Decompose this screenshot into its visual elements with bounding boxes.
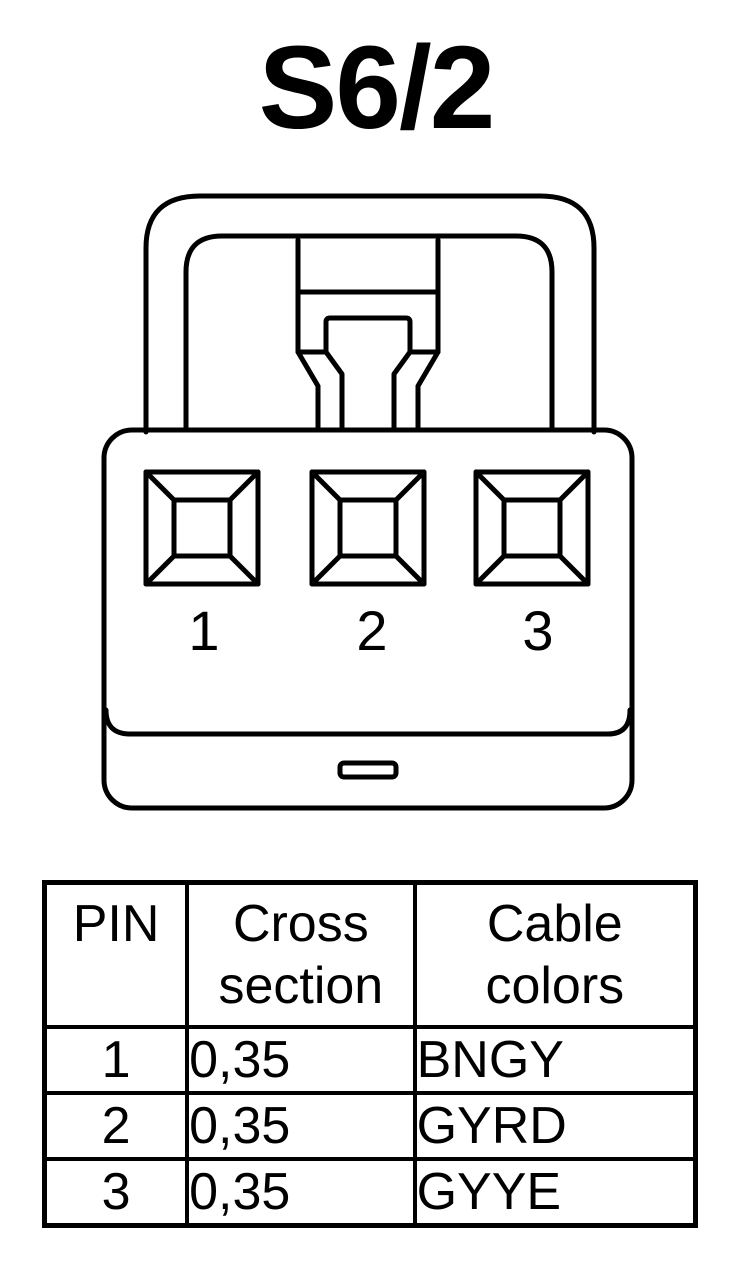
connector-housing [101, 427, 635, 811]
cell-cable-color: GYYE [412, 1157, 698, 1228]
cell-cable-color: GYRD [412, 1091, 698, 1161]
table-row: 1 0,35 BNGY [42, 1025, 698, 1095]
pin-cavity-1 [143, 469, 261, 587]
header-cross-line1: Cross [232, 895, 369, 953]
cell-cross-section: 0,35 [185, 1091, 417, 1161]
header-cross-line2: section [218, 957, 384, 1015]
pin-assignment-table: PIN Cross section Cable colors 1 0,35 BN… [42, 880, 698, 1228]
key-slot [337, 760, 399, 780]
table-header-row: PIN Cross section Cable colors [42, 880, 698, 1029]
latch-outer-outline [143, 193, 597, 435]
cell-cross-section: 0,35 [185, 1025, 417, 1095]
latch-tab [295, 237, 321, 431]
table-row: 3 0,35 GYYE [42, 1157, 698, 1228]
header-color-line1: Cable [486, 895, 623, 953]
latch-inner-outline [183, 233, 555, 431]
cell-cross-section: 0,35 [185, 1157, 417, 1228]
header-pin: PIN [42, 880, 190, 1029]
pin-label-2: 2 [356, 599, 387, 662]
cell-pin: 1 [42, 1025, 190, 1095]
header-color-line2: colors [485, 957, 625, 1015]
connector-diagram: 1 2 3 [101, 193, 635, 811]
pin-cavity-3 [473, 469, 591, 587]
table-row: 2 0,35 GYRD [42, 1091, 698, 1161]
pin-cavity-2 [309, 469, 427, 587]
housing-divider [103, 707, 633, 737]
header-cable-colors: Cable colors [412, 880, 698, 1029]
pin-label-1: 1 [188, 599, 219, 662]
cell-cable-color: BNGY [412, 1025, 698, 1095]
pin-label-3: 3 [522, 599, 553, 662]
header-cross-section: Cross section [185, 880, 417, 1029]
connector-title: S6/2 [258, 22, 496, 154]
cell-pin: 2 [42, 1091, 190, 1161]
cell-pin: 3 [42, 1157, 190, 1228]
